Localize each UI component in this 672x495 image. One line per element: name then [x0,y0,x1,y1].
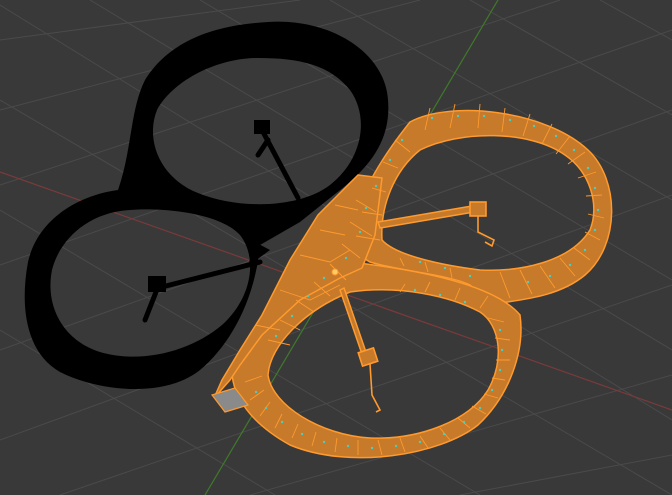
body-strip [213,174,383,399]
mesh-edges [244,103,605,456]
mesh-motors [357,201,495,413]
selected-frame-mesh[interactable] [210,103,613,459]
motor-shadow-2 [148,276,166,292]
object-origin [331,268,339,276]
motor-shadow-1 [254,120,270,134]
drone-shadow [24,21,389,390]
face-normals [254,114,600,450]
drone-shadow-arms [142,127,301,323]
body-tip [210,387,250,413]
